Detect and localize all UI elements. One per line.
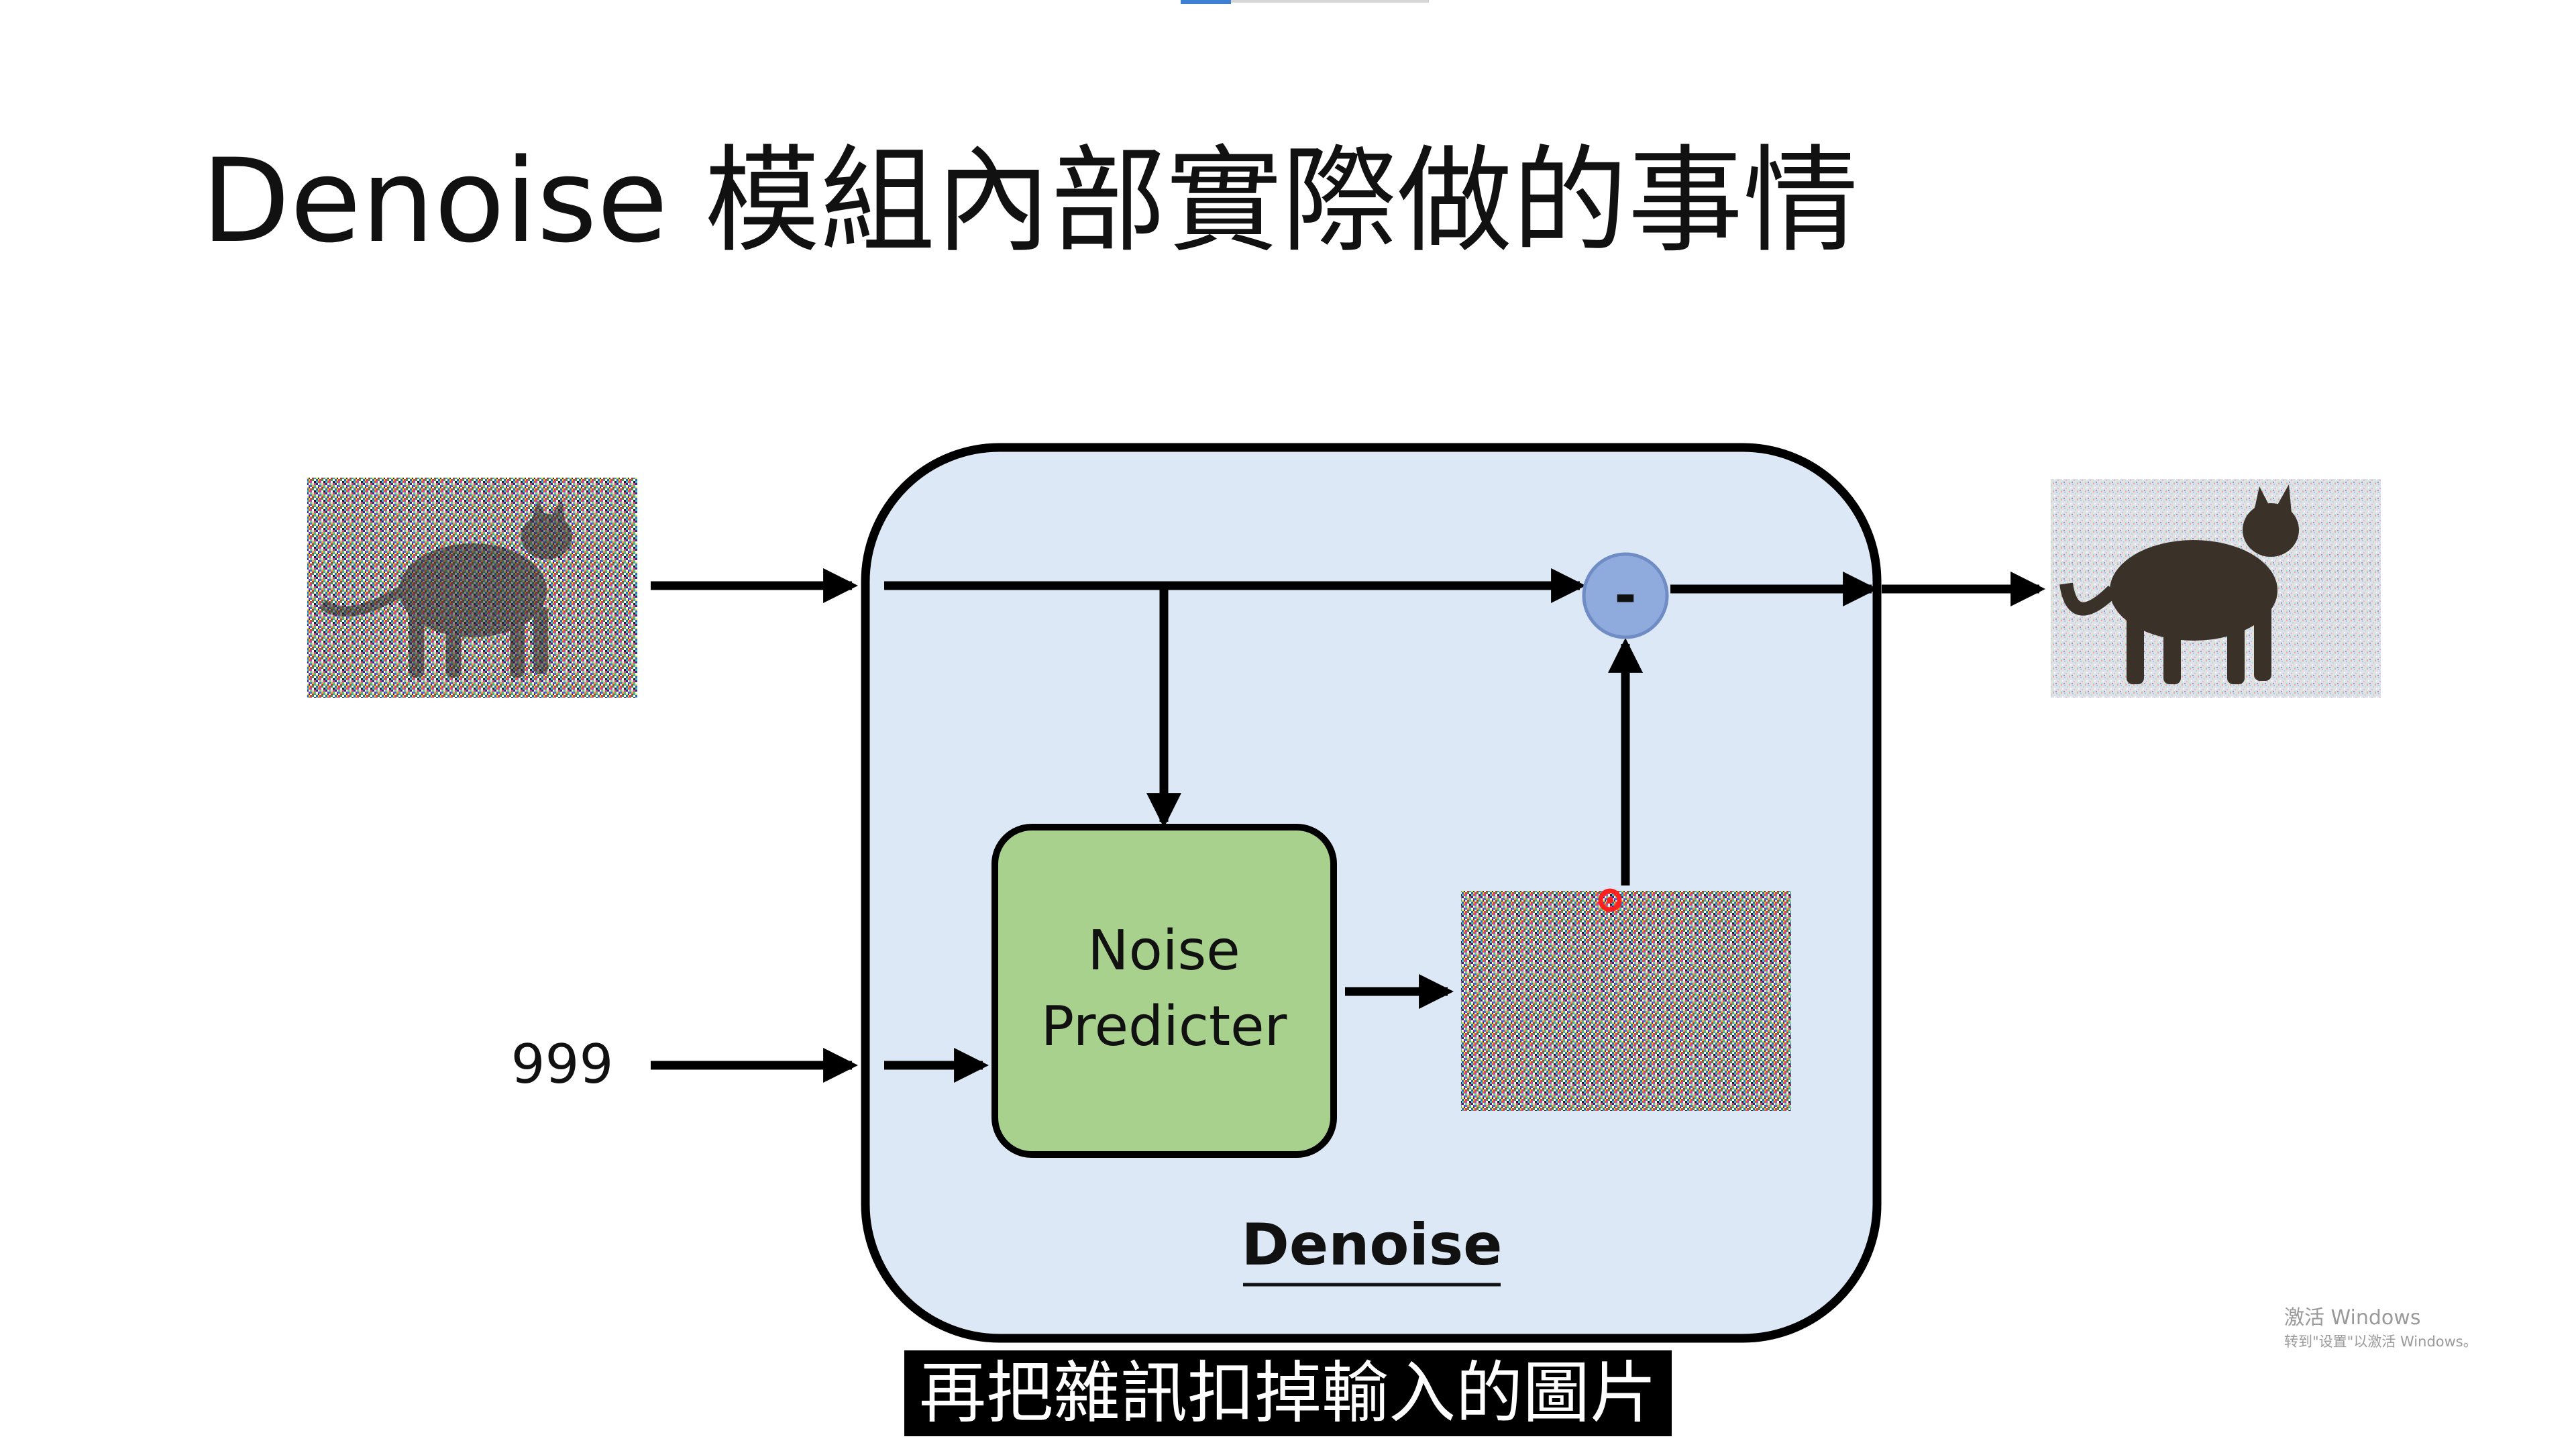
slide-title: Denoise 模組內部實際做的事情 bbox=[201, 133, 1859, 268]
noise-predicter-label-line1: Noise bbox=[1087, 919, 1240, 983]
noise-predicter-label-line2: Predicter bbox=[1041, 995, 1287, 1059]
subtitle-caption: 再把雜訊扣掉輸入的圖片 bbox=[904, 1350, 1672, 1436]
tab-rest bbox=[1231, 0, 1429, 3]
subtract-symbol: - bbox=[1614, 564, 1636, 627]
window-tab-indicator bbox=[1181, 0, 1429, 4]
pointer-cursor-dot bbox=[1607, 897, 1613, 904]
predicted-noise-image bbox=[1461, 891, 1791, 1111]
watermark-line1: 激活 Windows bbox=[2284, 1306, 2421, 1330]
cat-silhouette-clear bbox=[2059, 484, 2299, 684]
windows-activation-watermark: 激活 Windows 转到"设置"以激活 Windows。 bbox=[2284, 1305, 2477, 1352]
noise-predicter-box bbox=[991, 824, 1337, 1158]
denoise-module-label: Denoise bbox=[1241, 1212, 1502, 1279]
watermark-line2: 转到"设置"以激活 Windows。 bbox=[2284, 1334, 2477, 1350]
subtract-operator bbox=[1582, 552, 1669, 639]
tab-accent bbox=[1181, 0, 1231, 4]
cat-silhouette-faint bbox=[319, 500, 572, 678]
step-number: 999 bbox=[511, 1033, 614, 1095]
noisy-input-image bbox=[307, 478, 637, 698]
denoised-output-image bbox=[2051, 479, 2381, 698]
pointer-cursor bbox=[1598, 888, 1622, 912]
